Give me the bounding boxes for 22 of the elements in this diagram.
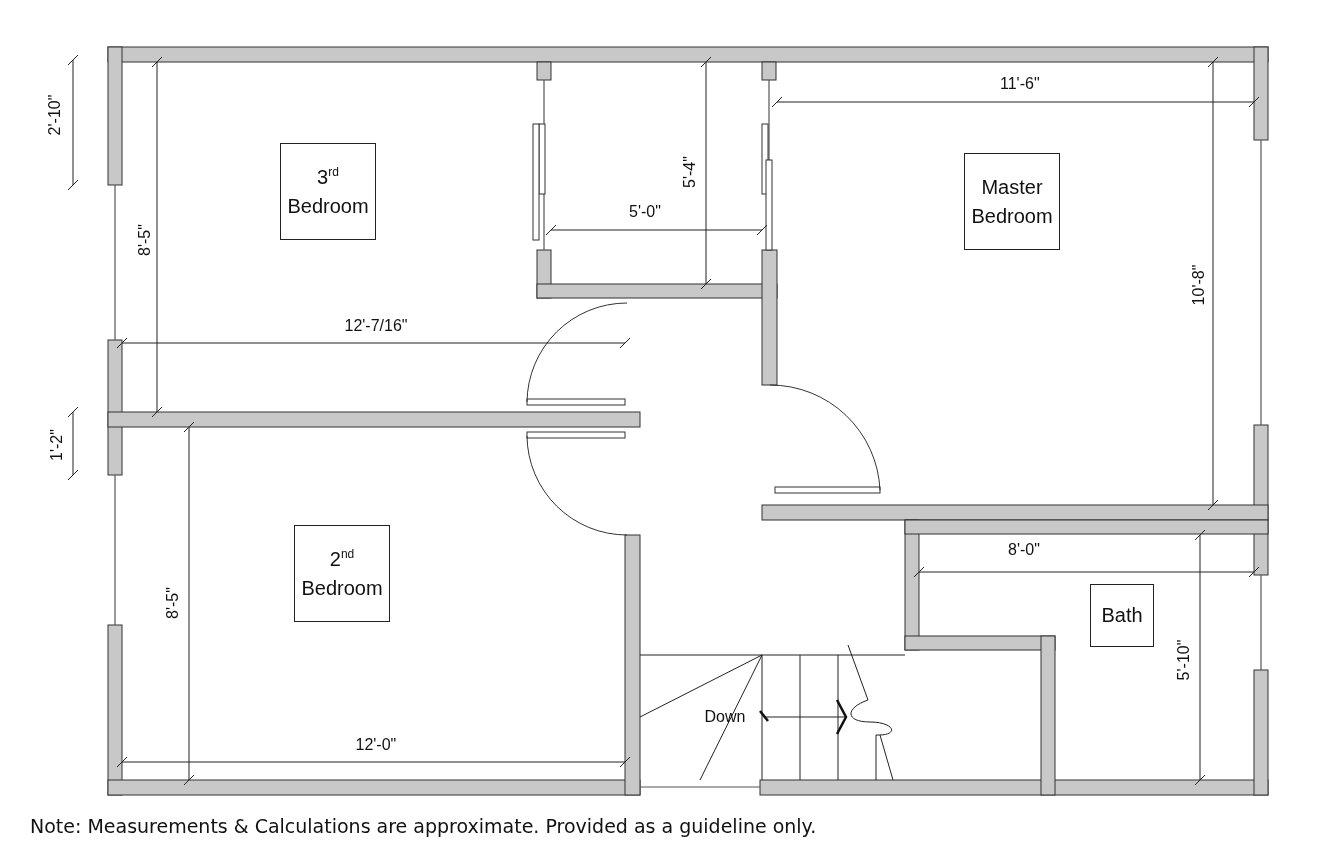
dimension-text: 8'-5" (136, 224, 153, 256)
dimension-text: 1'-2" (48, 429, 65, 461)
dimension-text: 8'-5" (164, 587, 181, 619)
note-text: Note: Measurements & Calculations are approximate. Provided as a guideline only. (30, 815, 817, 837)
room-name: 3$^{rd}$ Bedroom (286, 163, 370, 219)
dimension-text: 11'-6" (1000, 76, 1040, 92)
dimension-text: 5'-4" (681, 156, 698, 188)
room-label-box (280, 143, 376, 240)
room-name: Master Bedroom (970, 174, 1054, 229)
room-label-box (1090, 584, 1154, 647)
dimension-text: 12'-7/16" (344, 318, 408, 334)
room-label-box (964, 153, 1060, 250)
room-label-box (294, 525, 390, 622)
dimension-text: 5'-10" (1175, 639, 1192, 681)
stair-label: Down (704, 709, 746, 725)
dimension-text: 5'-0" (629, 204, 661, 220)
room-name: 2$^{nd}$ Bedroom (300, 545, 384, 601)
dimension-text: 8'-0" (1008, 542, 1040, 558)
dimension-text: 12'-0" (355, 737, 397, 753)
dimension-text: 10'-8" (1190, 264, 1207, 306)
room-name: Bath (1101, 603, 1143, 628)
dimension-text: 2'-10" (46, 94, 63, 136)
